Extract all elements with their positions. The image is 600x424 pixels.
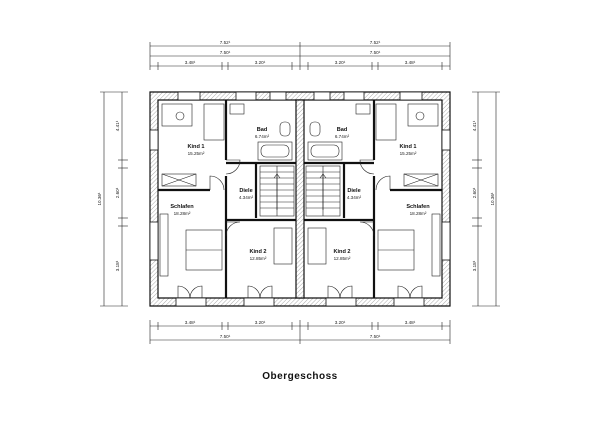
right-dimensions: 10.36¹ 4.41¹ 2.60¹ 3.18¹ [472,91,500,307]
dim-top-part-4: 3.48¹ [405,60,416,65]
room-labels: Kind 1 15.25m² Bad 6.74m² Diele 4.34m² S… [170,127,430,261]
interior-walls [158,100,442,298]
dim-top-sub-right: 7.50¹ [370,50,381,55]
dim-bottom-part-3: 3.20¹ [335,320,346,325]
dim-bottom-part-4: 3.48¹ [405,320,416,325]
room-schlafen-right-area: 18.28m² [410,211,427,216]
dim-right-part-2: 2.60¹ [472,187,477,198]
room-kind1-right-area: 15.25m² [400,151,417,156]
left-dimensions: 10.36¹ 4.41¹ 2.60¹ 3.18¹ [97,91,128,307]
room-kind1-left-area: 15.25m² [188,151,205,156]
dim-right-part-1: 4.41¹ [472,120,477,131]
room-schlafen-left-name: Schlafen [170,204,194,210]
dim-bottom-total-left: 7.50¹ [220,334,231,339]
top-dimensions: 7.52¹ 7.52¹ 7.50¹ 7.50¹ 3.48¹ 3.20¹ 3.20… [149,40,451,70]
dim-top-part-1: 3.48¹ [185,60,196,65]
room-kind1-right-name: Kind 1 [399,144,416,150]
dim-right-part-3: 3.18¹ [472,260,477,271]
bathroom-fixtures [229,103,371,161]
dim-bottom-part-2: 3.20¹ [255,320,266,325]
room-diele-left-name: Diele [239,188,252,194]
room-kind2-right-area: 12.85m² [334,256,351,261]
dim-top-total-right: 7.52¹ [370,40,381,45]
room-diele-right-area: 4.34m² [347,195,362,200]
doors [177,159,423,299]
room-bad-right-area: 6.74m² [335,134,350,139]
room-bad-right-name: Bad [337,127,348,133]
dim-bottom-part-1: 3.48¹ [185,320,196,325]
dim-right-total: 10.36¹ [490,192,495,205]
room-kind2-left-area: 12.85m² [250,256,267,261]
room-bad-left-area: 6.74m² [255,134,270,139]
dim-bottom-total-right: 7.50¹ [370,334,381,339]
room-schlafen-right-name: Schlafen [406,204,430,210]
room-diele-right-name: Diele [347,188,360,194]
dim-left-part-3: 3.18¹ [115,260,120,271]
dim-top-sub-left: 7.50¹ [220,50,231,55]
dim-top-part-3: 3.20¹ [335,60,346,65]
building-outline [149,91,451,307]
staircase-left [259,165,295,217]
furniture [159,103,441,277]
dim-left-part-1: 4.41¹ [115,120,120,131]
plan-title: Obergeschoss [262,371,338,382]
dim-left-part-2: 2.60¹ [115,187,120,198]
staircase-right [305,165,341,217]
room-kind2-right-name: Kind 2 [333,249,350,255]
bottom-dimensions: 3.48¹ 3.20¹ 3.20¹ 3.48¹ 7.50¹ 7.50¹ [149,320,451,344]
room-bad-left-name: Bad [257,127,268,133]
room-kind2-left-name: Kind 2 [249,249,266,255]
room-diele-left-area: 4.34m² [239,195,254,200]
dim-top-total-left: 7.52¹ [220,40,231,45]
room-kind1-left-name: Kind 1 [187,144,204,150]
dim-left-total: 10.36¹ [97,192,102,205]
room-schlafen-left-area: 18.28m² [174,211,191,216]
windows [149,91,451,307]
dim-top-part-2: 3.20¹ [255,60,266,65]
